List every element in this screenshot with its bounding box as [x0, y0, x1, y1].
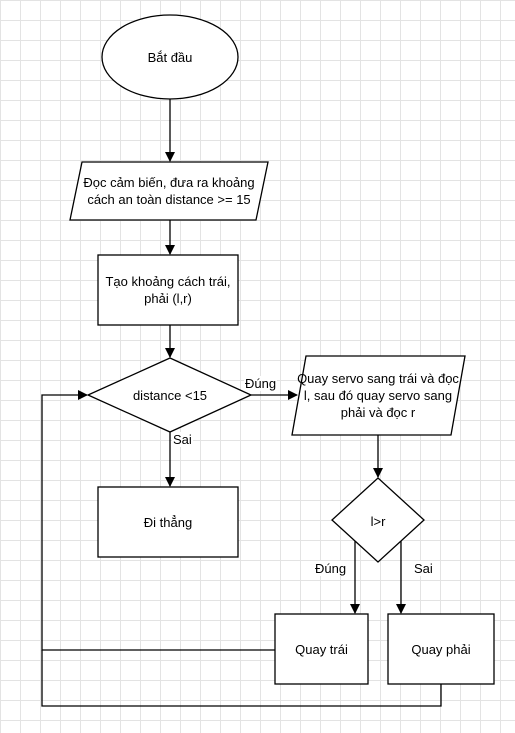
distance-yes-label: Đúng [244, 376, 278, 391]
rotate-servo-node-shape[interactable] [291, 355, 466, 436]
read-sensor-node-label: Đọc cảm biến, đưa ra khoảng cách an toàn… [83, 175, 255, 207]
turn-right-node-label: Quay phải [411, 641, 471, 657]
go-straight-node-shape[interactable] [97, 486, 239, 558]
start-node-label: Bắt đầu [147, 49, 193, 65]
check-distance-node-label: distance <15 [132, 387, 208, 403]
create-distance-node-shape[interactable] [97, 254, 239, 326]
edge-left-loop-back [41, 390, 275, 651]
turn-left-node-shape[interactable] [274, 613, 369, 685]
create-distance-node-label: Tạo khoảng cách trái, phải (l,r) [105, 274, 231, 306]
turn-left-node-label: Quay trái [295, 641, 348, 657]
read-sensor-node-shape[interactable] [69, 161, 269, 221]
go-straight-node-label: Đi thẳng [143, 514, 193, 530]
edge-right-loop-back [41, 650, 442, 707]
lr-yes-label: Đúng [314, 561, 348, 576]
distance-no-label: Sai [172, 432, 193, 447]
compare-lr-node-label: l>r [370, 513, 386, 529]
rotate-servo-node-label: Quay servo sang trái và đọc l, sau đó qu… [297, 370, 459, 420]
lr-no-label: Sai [413, 561, 434, 576]
